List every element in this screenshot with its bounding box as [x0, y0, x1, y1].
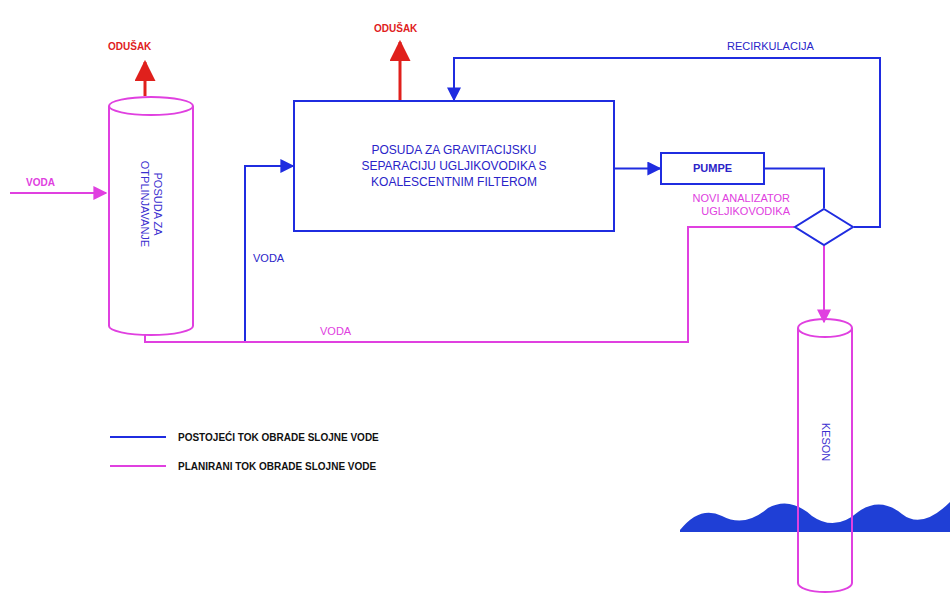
vent-arrow — [399, 42, 402, 100]
pump-box: PUMPE — [660, 152, 765, 185]
flow-line — [245, 166, 293, 342]
vent-arrow — [144, 62, 147, 96]
legend-text: PLANIRANI TOK OBRADE SLOJNE VODE — [176, 460, 378, 473]
legend-text: POSTOJEĆI TOK OBRADE SLOJNE VODE — [176, 431, 381, 444]
flow-connector — [615, 168, 660, 169]
analyzer-diamond: NOVI ANALIZATOR UGLJIKOVODIKA — [794, 208, 854, 246]
flow-line — [615, 168, 660, 170]
caisson-pipe: KESON — [797, 318, 853, 593]
separator-vessel: POSUDA ZA GRAVITACIJSKU SEPARACIJU UGLJI… — [293, 100, 615, 232]
diamond-outline — [794, 208, 854, 246]
node-text: POSUDA ZA OTPLINJAVANJE — [138, 129, 164, 279]
legend-line — [110, 436, 166, 438]
node-text: POSUDA ZA GRAVITACIJSKU SEPARACIJU UGLJI… — [349, 142, 559, 190]
node-text: NOVI ANALIZATOR UGLJIKOVODIKA — [680, 192, 790, 218]
flow-line — [823, 246, 825, 322]
vent-label: ODUŠAK — [372, 22, 419, 35]
inlet-label: VODA — [24, 176, 57, 189]
vent-label: ODUŠAK — [106, 40, 153, 53]
water-wave — [680, 502, 950, 532]
node-text: KESON — [819, 382, 832, 502]
flow-line — [145, 227, 794, 342]
inlet-arrow — [10, 192, 106, 194]
node-text: PUMPE — [693, 162, 732, 175]
flow-connector — [145, 227, 794, 342]
edge-label: RECIRKULACIJA — [725, 40, 816, 53]
flow-connector — [824, 246, 825, 322]
edge-label: VODA — [251, 252, 286, 265]
legend-line — [110, 465, 166, 467]
degassing-vessel: POSUDA ZA OTPLINJAVANJE — [108, 96, 194, 336]
edge-label: VODA — [318, 325, 353, 338]
